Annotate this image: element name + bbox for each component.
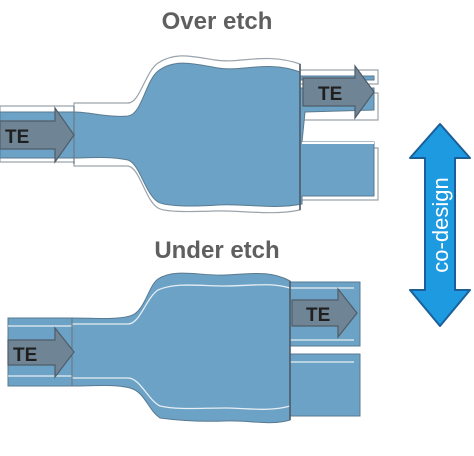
- under-etch-design-outline: [8, 284, 354, 410]
- under-etch-output-te-arrow: TE: [291, 287, 358, 339]
- over-etch-waveguide: [0, 62, 375, 207]
- over-etch-input-te-arrow: TE: [0, 106, 75, 164]
- over-etch-device: [0, 55, 379, 214]
- under-etch-output-te-label: TE: [306, 305, 330, 326]
- under-etch-device: [7, 272, 361, 424]
- codesign-label: co-design: [428, 177, 453, 272]
- under-etch-input-te-arrow: TE: [7, 326, 75, 379]
- over-etch-output-te-arrow: TE: [302, 64, 375, 120]
- over-etch-input-te-label: TE: [5, 127, 29, 148]
- over-etch-title: Over etch: [161, 8, 273, 35]
- codesign-double-arrow: co-design: [409, 123, 471, 327]
- under-etch-input-te-label: TE: [13, 345, 37, 366]
- under-etch-title: Under etch: [154, 237, 280, 264]
- over-etch-output-te-label: TE: [318, 84, 342, 105]
